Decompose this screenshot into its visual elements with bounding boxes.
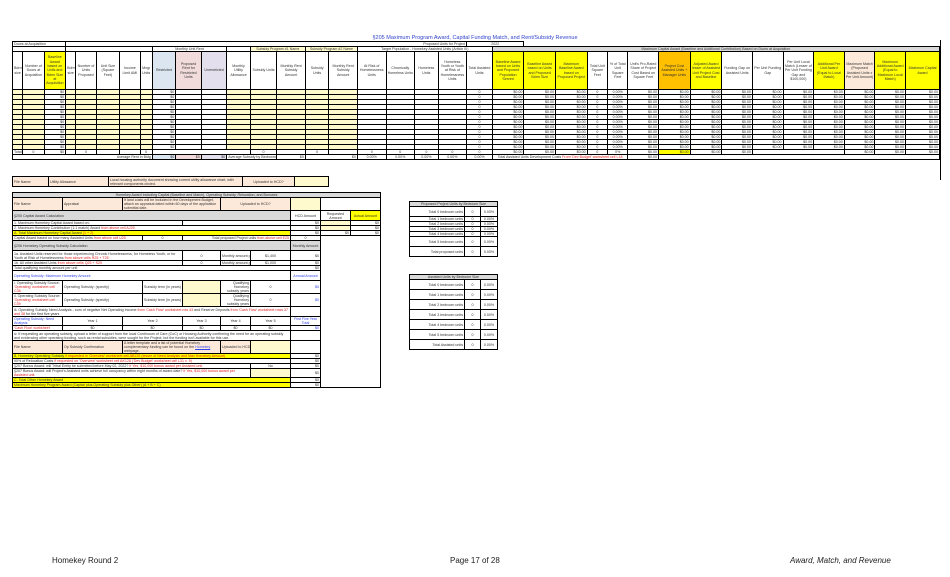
column-header: Per Unit Local Match (Lesser of Per Unit… [782,51,815,90]
column-header: Total Unit Square Feet [586,51,609,90]
utility-file-row: File Name: Utility Allowance Local housi… [12,176,329,187]
column-header: Income Limit AMI [119,51,141,90]
column-header: Adjusted Award lesser of Assisted Unit P… [689,51,723,90]
averages-row: Average Rent in Bldg $0 $0 $0 Average Su… [12,154,940,160]
assisted-bedroom-table: Assisted Units by Bedroom Size Total 0 b… [409,274,498,350]
op-subsidy-type-2[interactable]: Operating Subsidy: (specify) [62,293,143,307]
occupancy-answer[interactable] [250,368,291,378]
footer-left: Homekey Round 2 [52,556,119,565]
column-header: Unit's Pro-Rated Share of Project Cost B… [627,51,660,90]
column-header: Mngr Units [139,51,153,90]
subsidy2-name[interactable]: Subsidy Program #2 Name [304,46,358,52]
subsidy1-name[interactable]: Subsidy Program #1 Name [249,46,306,52]
page-border [940,40,941,180]
footer-page: Page 17 of 28 [450,556,500,565]
footer-right: Award, Match, and Revenue [790,556,891,565]
proposed-bedroom-table: Proposed Project Units by Bedroom Size T… [408,201,499,257]
column-header: Subsidy Units [249,51,278,90]
column-header: Homeless Youth or Youth at Risk of Homel… [437,51,468,90]
utility-file-name[interactable]: Utility Allowance [48,176,109,187]
column-header: Monthly Rent Subsidy Amount [328,51,358,90]
column-header: Restricted [151,51,177,90]
column-header: Number of Units Proposed [75,51,97,90]
op-subsidy-type-1[interactable]: Operating Subsidy: (specify) [62,280,143,294]
column-header: % of Total Unit Square Feet [607,51,629,90]
column-header: Proposed Rent for Restricted Units [175,51,202,90]
cost-note: Total Assisted Units Development Costs F… [491,154,629,160]
award-table: Homekey Award Including Capital (Baselin… [11,192,382,388]
cost-value: $0.00 [627,154,660,160]
column-header: Maximum Match (Proposed Assisted Units x… [843,51,876,90]
column-header: At Risk of Homelessness Units [356,51,387,90]
column-header: Maximum Baseline Award based on Proposed… [554,51,588,90]
appraisal-file-name[interactable]: Appraisal [62,197,123,211]
column-header: Baseline Award based on Units and Propos… [523,51,556,90]
column-header: Homeless Units [414,51,439,90]
column-header: Project Cost Assisted Units + Manager Un… [658,51,691,90]
totals-label: Total [11,149,24,155]
op-uploaded-input[interactable] [250,340,291,354]
column-header: Subsidy Units [304,51,330,90]
page-title: §205 Maximum Program Award, Capital Fund… [372,35,578,41]
column-header: Number of Doors at Acquisition [22,51,45,90]
op-file-name[interactable]: Op Subsidy Confirmation [62,340,123,354]
column-header: Additional Per Unit Award (Equal to Loca… [813,51,845,90]
column-header: Bdrm size [11,51,24,90]
avg-rent-label: Average Rent in Bldg [12,154,153,160]
appraisal-uploaded-input[interactable] [290,197,321,211]
column-header: Unrestricted [200,51,228,90]
subsidy-term-1[interactable] [182,280,221,294]
column-header: Monthly Utility Allowance [226,51,251,90]
column-header: Baseline Award based on Units and Bdrm S… [43,51,67,90]
subsidy-term-2[interactable] [182,293,221,307]
column-header: Maximum Capital Award [904,51,941,90]
column-header: Chronically Homeless Units [385,51,416,90]
column-header: Bdrm size [65,51,77,90]
column-header: Total Assisted Units [466,51,493,90]
utility-uploaded-input[interactable] [294,176,329,187]
column-header: Unit Size (Square Feet) [95,51,121,90]
column-header: Funding Gap on Assisted Units [721,51,753,90]
column-header: Per Unit Funding Gap [751,51,784,90]
column-header: Baseline Award based on Units and Propos… [491,51,525,90]
column-header: Monthly Rent Subsidy Amount [276,51,306,90]
homekey-link[interactable]: Homekey [195,345,211,349]
unit-mix-table: Doors at Acquisition Proposed Units for … [11,41,941,160]
avg-subsidy-label: Average Subsidy by Bedroom [226,154,278,160]
column-header: Maximum Additional Award (Equal to Maxim… [874,51,906,90]
